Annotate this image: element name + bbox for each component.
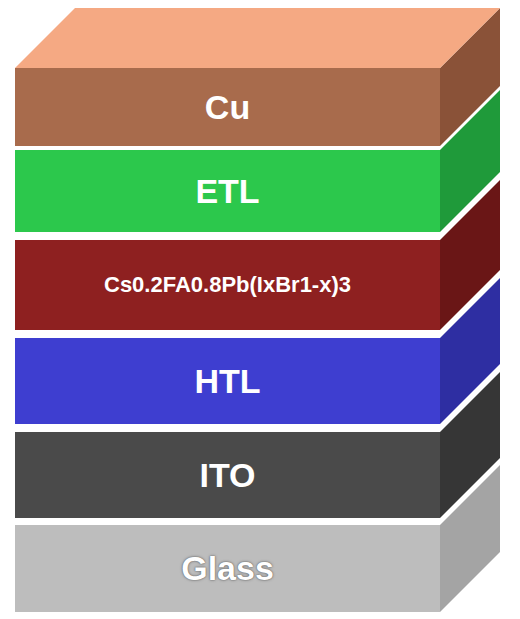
material-layer: ITO: [15, 432, 440, 518]
layer-front-face: [15, 150, 440, 232]
layer-top-face: [15, 8, 500, 68]
layer-front-face: [15, 338, 440, 424]
layer-label: Cu: [205, 88, 250, 127]
material-layer: Cu: [15, 68, 440, 146]
layer-label: Cs0.2FA0.8Pb(IxBr1-x)3: [104, 272, 351, 298]
layer-front-face: [15, 240, 440, 330]
layer-label: ETL: [195, 172, 259, 211]
material-layer: Glass: [15, 525, 440, 612]
material-layer: Cs0.2FA0.8Pb(IxBr1-x)3: [15, 240, 440, 330]
layer-front-face: [15, 68, 440, 146]
layer-front-face: [15, 432, 440, 518]
layer-front-face: [15, 525, 440, 612]
material-layer: ETL: [15, 150, 440, 232]
layer-label: HTL: [194, 362, 260, 401]
layer-label: Glass: [181, 549, 274, 588]
layer-label: ITO: [199, 456, 255, 495]
material-layer: HTL: [15, 338, 440, 424]
